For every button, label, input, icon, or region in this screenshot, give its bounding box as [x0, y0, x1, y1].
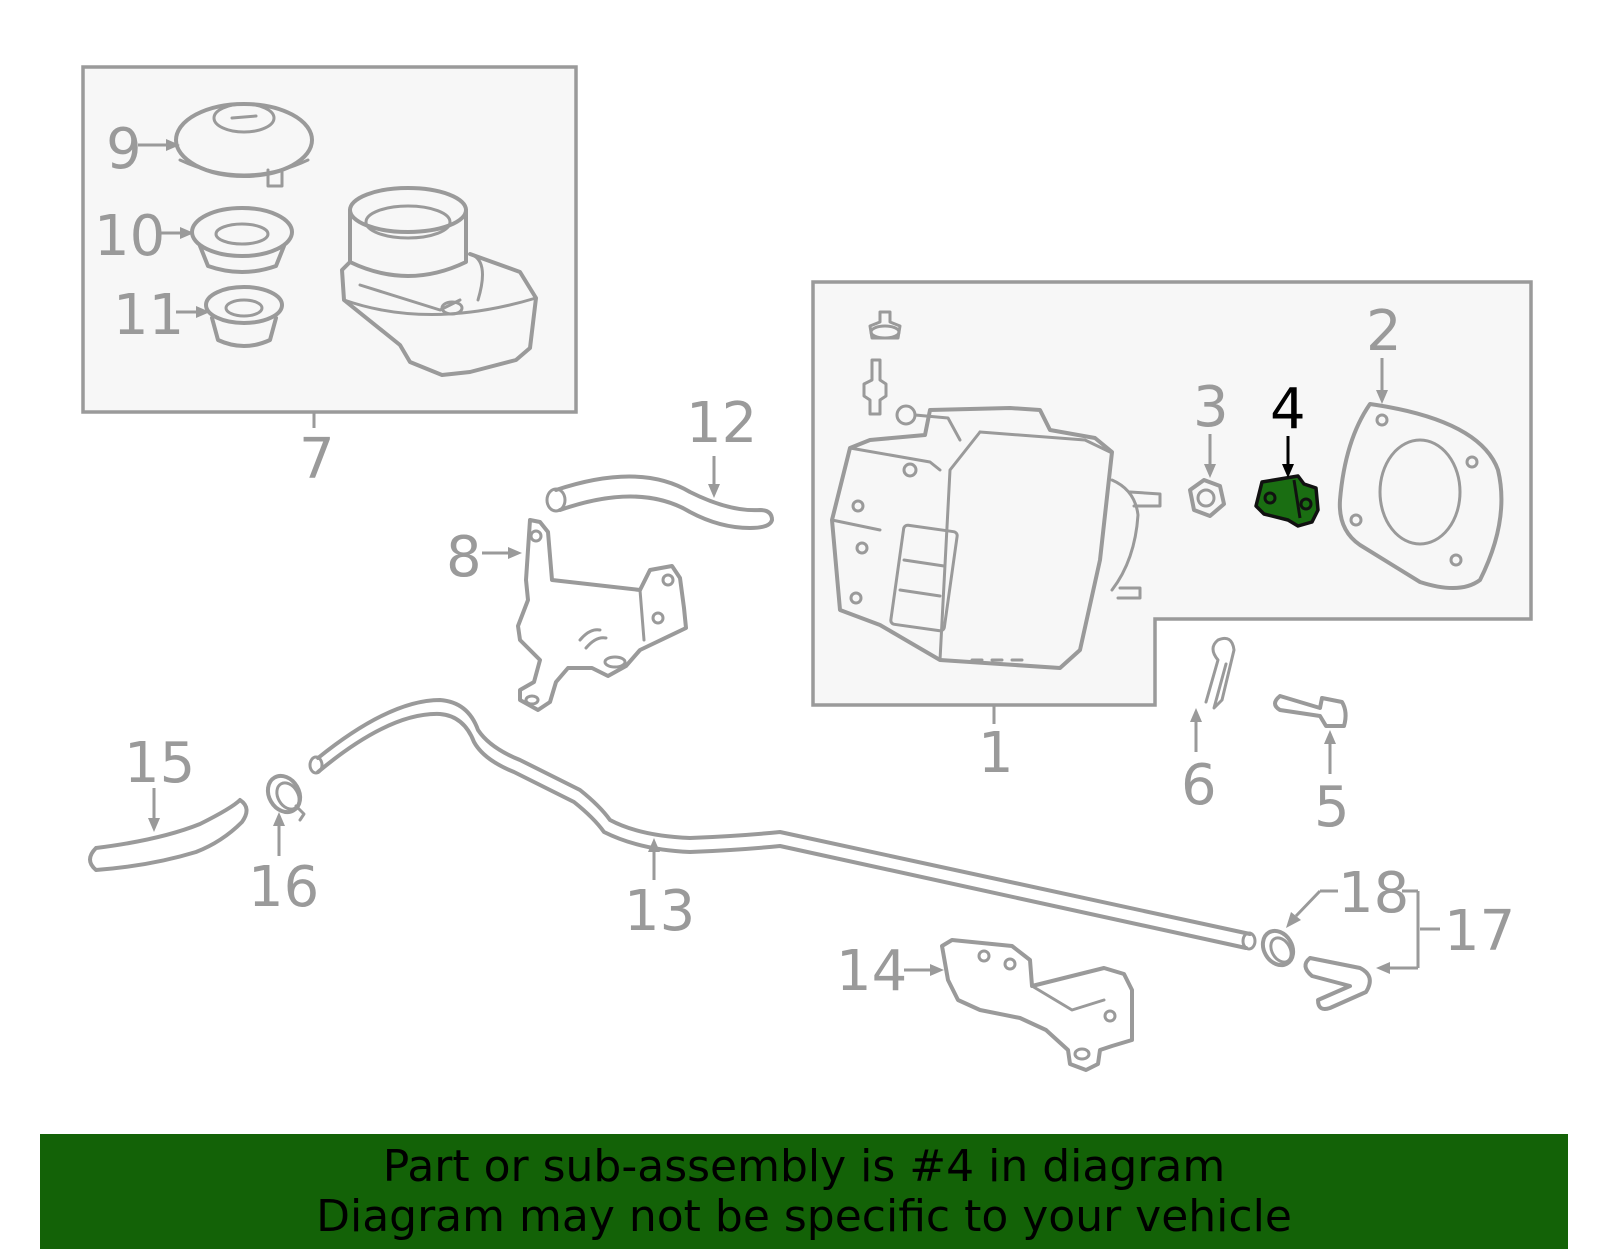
callout-2: 2 — [1366, 299, 1402, 364]
banner-line-1: Part or sub-assembly is #4 in diagram — [382, 1141, 1226, 1192]
callout-4: 4 — [1270, 377, 1306, 442]
callout-17: 17 — [1444, 899, 1515, 964]
bleeder-screws — [862, 310, 902, 416]
callout-9: 9 — [106, 117, 142, 182]
callout-16: 16 — [248, 855, 319, 920]
part-15-hose — [88, 798, 249, 872]
part-14-bracket — [940, 938, 1134, 1072]
part-12-hose — [545, 474, 774, 530]
callout-1: 1 — [978, 721, 1014, 786]
part-3-nut — [1188, 478, 1226, 518]
callout-14: 14 — [836, 939, 907, 1004]
callout-3: 3 — [1193, 375, 1229, 440]
part-8-bracket — [516, 518, 688, 712]
callout-labels: 9 10 11 7 12 8 2 3 4 1 6 5 15 16 13 14 1… — [94, 117, 1515, 1004]
leader-lines — [138, 139, 1440, 976]
part-1-modulator — [830, 404, 1162, 670]
part-2-gasket — [1337, 402, 1504, 591]
reservoir-assembly-panel — [81, 65, 578, 414]
part-6-cotter-pin — [1204, 636, 1236, 710]
part-16-clamp — [265, 773, 306, 822]
banner-line-2: Diagram may not be specific to your vehi… — [316, 1191, 1292, 1242]
callout-7: 7 — [299, 427, 335, 492]
modulator-assembly-panel — [811, 280, 1533, 707]
part-4-clip-highlighted — [1254, 474, 1320, 528]
callout-15: 15 — [124, 731, 195, 796]
part-11-seal — [204, 285, 284, 348]
part-13-vacuum-hose — [308, 698, 1257, 951]
callout-6: 6 — [1181, 753, 1217, 818]
part-9-reservoir-cap — [174, 102, 314, 188]
part-17-hose — [1303, 956, 1372, 1011]
part-10-strainer — [190, 206, 294, 274]
callout-18: 18 — [1338, 861, 1409, 926]
callout-12: 12 — [686, 391, 757, 456]
callout-10: 10 — [94, 204, 165, 269]
callout-13: 13 — [624, 879, 695, 944]
info-banner: Part or sub-assembly is #4 in diagram Di… — [40, 1134, 1568, 1249]
part-18-clamp — [1260, 928, 1296, 968]
reservoir-body — [340, 186, 538, 377]
callout-8: 8 — [446, 525, 482, 590]
callout-11: 11 — [113, 283, 184, 348]
part-5-pin — [1273, 694, 1348, 728]
callout-5: 5 — [1314, 775, 1350, 840]
